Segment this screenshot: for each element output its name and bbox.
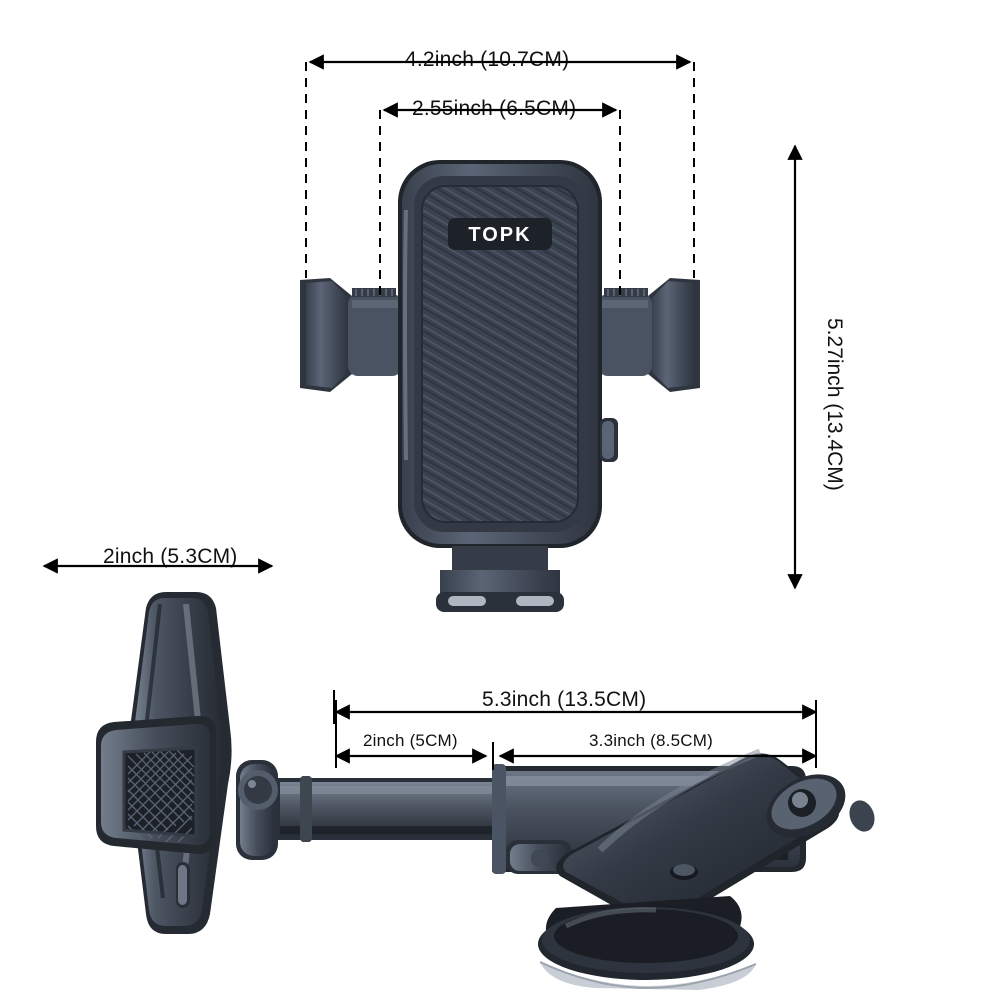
- dimension-lines: [42, 54, 818, 770]
- ball-joint-left: [236, 760, 278, 860]
- ext-lines-top-outer: [305, 62, 695, 278]
- suction-lock-lever[interactable]: [756, 762, 879, 851]
- suction-cup-base: [538, 748, 879, 990]
- dimension-label-arm-segment-b: 3.3inch (8.5CM): [589, 731, 713, 750]
- cradle-front-view: TOPK: [300, 160, 700, 612]
- dimension-label-arm-total-length: 5.3inch (13.5CM): [482, 688, 647, 711]
- dimension-label-top-inner-width: 2.55inch (6.5CM): [412, 97, 577, 120]
- side-grip-head: [96, 715, 216, 854]
- side-release-button[interactable]: [600, 418, 618, 462]
- right-grip-arm: [598, 278, 700, 392]
- left-grip-arm: [300, 278, 402, 392]
- dimension-label-arm-segment-a: 2inch (5CM): [363, 731, 458, 750]
- cradle-side-view: [96, 592, 278, 934]
- bottom-support-foot: [436, 546, 564, 612]
- arm-segment-outer: [492, 764, 806, 874]
- ext-lines-top-inner: [379, 110, 621, 300]
- telescopic-arm-and-base: [278, 748, 879, 990]
- dimension-label-right-height: 5.27inch (13.4CM): [823, 318, 846, 491]
- arm-lock-knob: [506, 840, 572, 874]
- brand-logo-text: TOPK: [468, 224, 531, 246]
- arm-segment-inner: [278, 776, 508, 842]
- dimension-label-left-depth: 2inch (5.3CM): [103, 545, 238, 568]
- brand-logo: TOPK: [448, 218, 552, 250]
- cradle-body: TOPK: [398, 160, 602, 548]
- dimension-label-top-outer-width: 4.2inch (10.7CM): [405, 48, 570, 71]
- suction-cup-disc: [538, 896, 757, 990]
